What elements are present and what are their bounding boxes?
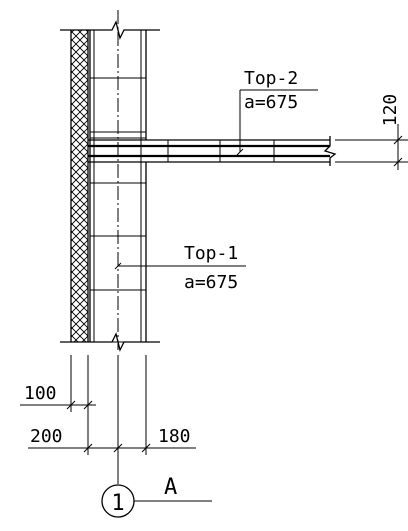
dim-180-text: 180 xyxy=(158,426,191,447)
top2-spacing: a=675 xyxy=(244,92,298,113)
dim-100-text: 100 xyxy=(24,383,57,404)
axis-number: 1 xyxy=(111,491,124,516)
label-top2: Top-2 a=675 xyxy=(236,68,318,156)
top2-name: Top-2 xyxy=(244,68,298,89)
concrete-slab xyxy=(88,136,337,166)
dim-200-text: 200 xyxy=(30,426,63,447)
top1-name: Top-1 xyxy=(184,243,238,264)
dim-slab-thickness: 120 xyxy=(335,94,408,170)
concrete-wall xyxy=(60,10,160,352)
insulation-layer xyxy=(70,30,89,342)
axis-marker: 1 A xyxy=(101,455,212,518)
label-top1: Top-1 a=675 xyxy=(114,243,246,293)
top1-spacing: a=675 xyxy=(184,272,238,293)
axis-letter: A xyxy=(164,475,177,500)
dim-wall-thickness: 100 200 180 xyxy=(20,355,196,455)
dim-slab-text: 120 xyxy=(380,94,401,127)
